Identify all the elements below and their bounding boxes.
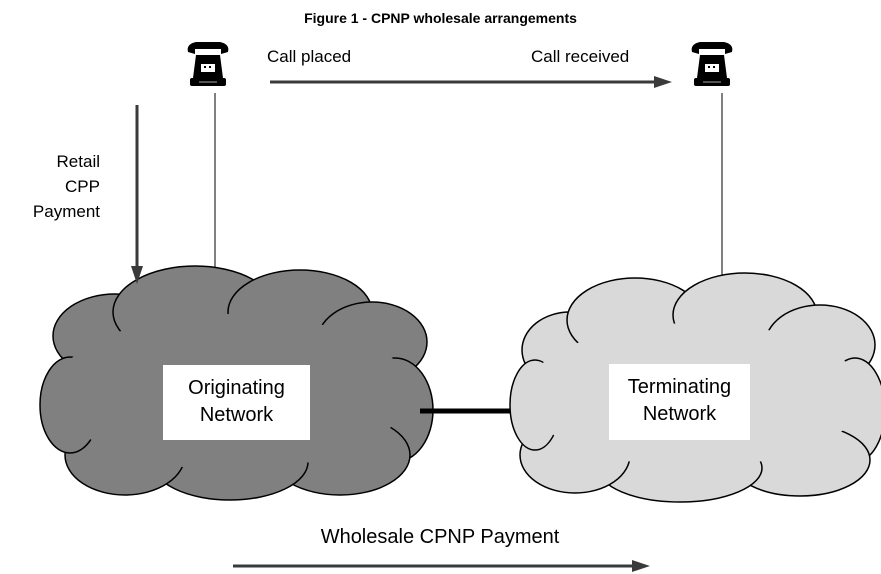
retail-payment-line: Payment: [32, 202, 100, 221]
originating-network-label: Originating Network: [163, 365, 310, 440]
call-received-label: Call received: [531, 47, 630, 66]
originating-network-line: Network: [199, 404, 274, 426]
caller-telephone-icon: [187, 42, 229, 86]
originating-network-line: Originating: [188, 377, 285, 399]
terminating-network-line: Terminating: [627, 376, 732, 398]
call-placed-label: Call placed: [267, 47, 352, 66]
retail-payment-arrow: [131, 105, 143, 284]
retail-payment-line: CPP: [65, 177, 100, 196]
retail-payment-label: Retail CPP Payment: [0, 149, 100, 224]
receiver-telephone-icon: [691, 42, 733, 86]
call-arrow: [270, 76, 672, 88]
terminating-network-label: Terminating Network: [609, 364, 750, 440]
figure-title: Figure 1 - CPNP wholesale arrangements: [304, 10, 577, 26]
retail-payment-line: Retail: [56, 152, 100, 171]
wholesale-payment-label: Wholesale CPNP Payment: [320, 526, 560, 548]
terminating-network-line: Network: [642, 403, 717, 425]
wholesale-payment-arrow: [233, 560, 650, 572]
